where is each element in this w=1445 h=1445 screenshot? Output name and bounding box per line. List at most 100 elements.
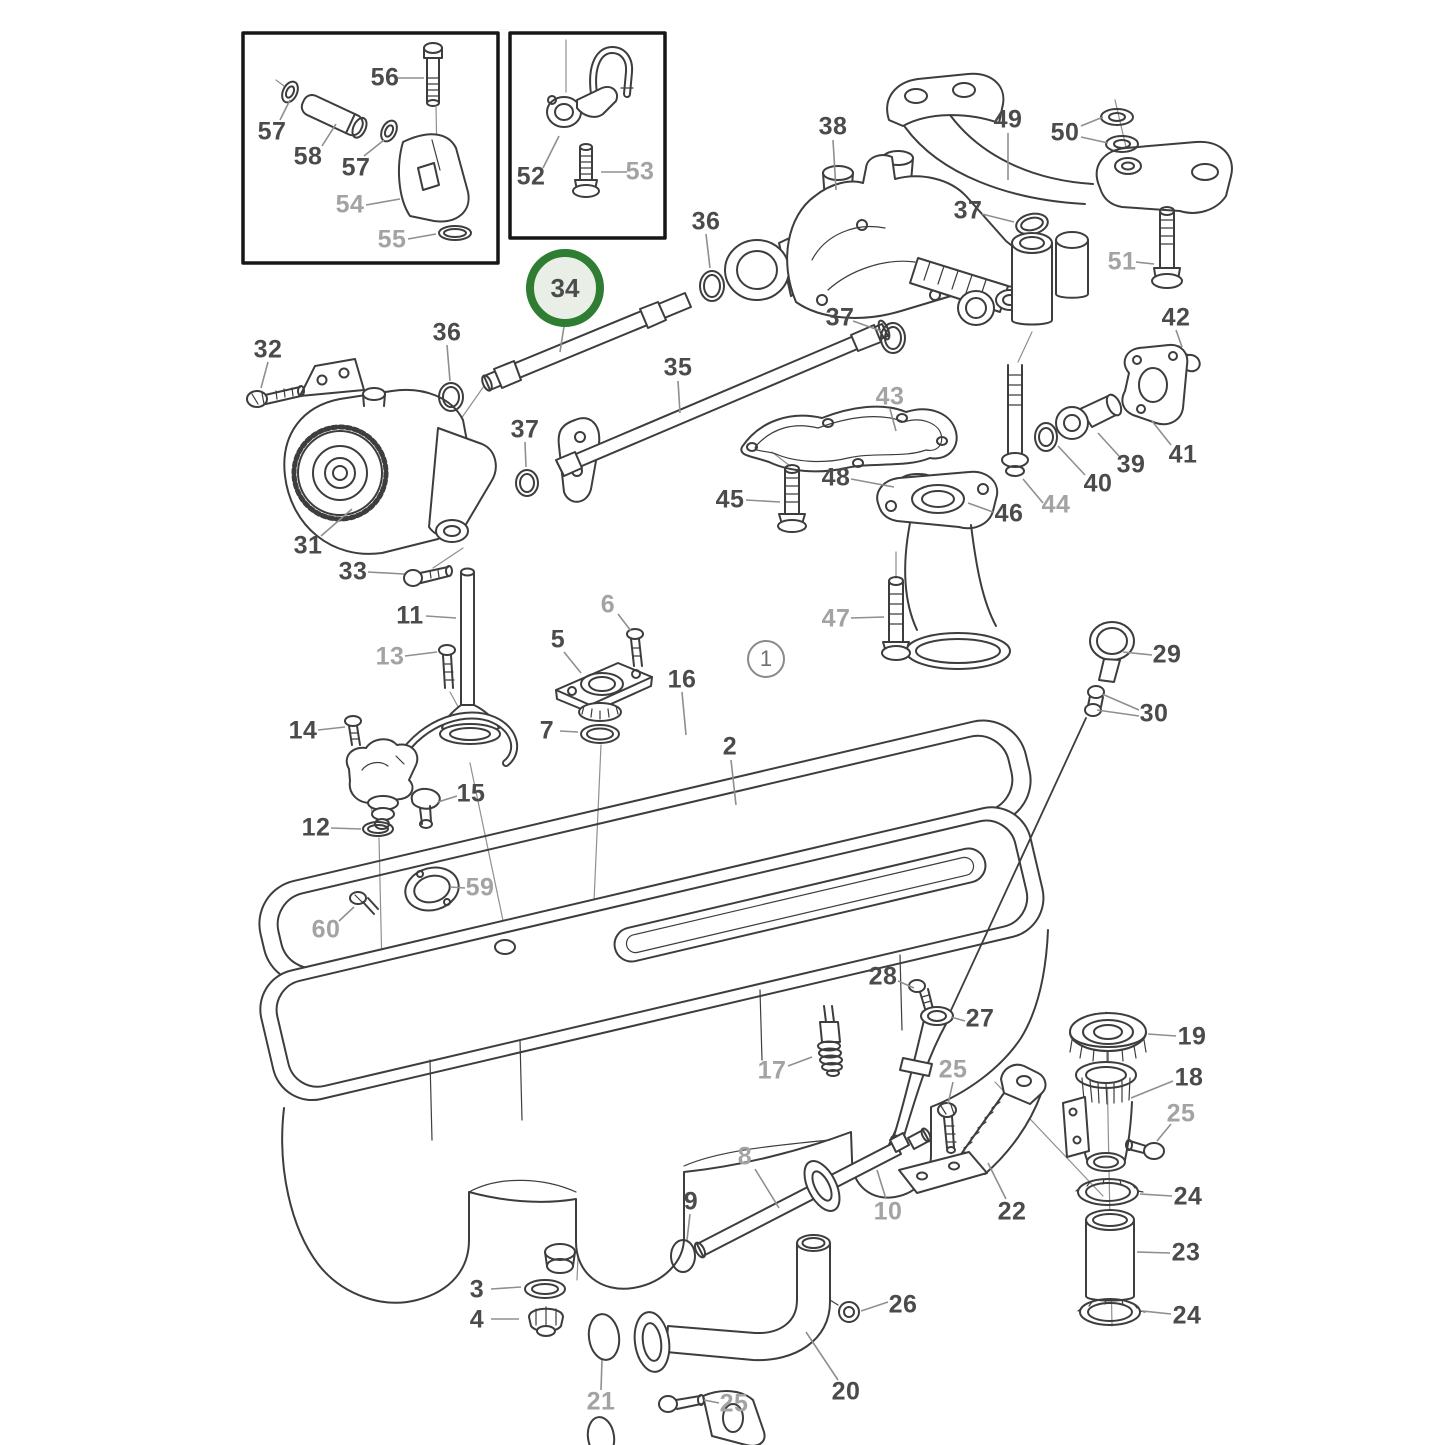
part-label-14: 14 [288, 716, 318, 745]
leader-line [559, 730, 579, 733]
leader-line [317, 726, 346, 731]
part-label-36: 36 [432, 318, 462, 347]
o-ring-55 [438, 225, 472, 241]
part-label-33: 33 [338, 557, 368, 586]
bolt-6 [626, 628, 644, 667]
leader-line [365, 198, 401, 206]
leader-line [876, 1169, 887, 1200]
suction-pipe-20 [633, 1234, 831, 1373]
leader-line [1096, 709, 1140, 717]
o-ring-37c [515, 469, 539, 497]
oil-nozzle-52 [546, 46, 634, 128]
o-ring-21 [587, 1313, 621, 1361]
part-label-60: 60 [311, 915, 341, 944]
leader-line [1101, 693, 1140, 711]
plate-59 [404, 866, 460, 912]
leader-line [681, 691, 687, 736]
pin-58 [300, 94, 368, 139]
part-label-36: 36 [691, 207, 721, 236]
part-label-17: 17 [757, 1056, 787, 1085]
bolt-25b [1125, 1139, 1165, 1160]
part-label-25: 25 [938, 1055, 968, 1084]
part-label-52: 52 [516, 162, 546, 191]
washer-57b [380, 119, 398, 143]
part-label-11: 11 [396, 601, 424, 630]
spacer-10 [907, 1127, 932, 1150]
leader-line [981, 213, 1015, 223]
leader-line [1141, 1310, 1172, 1315]
leader-line [967, 502, 994, 513]
suction-funnel-46 [876, 470, 1011, 670]
inset-box-1 [241, 31, 500, 265]
leader-line [600, 1359, 603, 1391]
highlight-balloon-34: 34 [526, 249, 604, 327]
part-label-10: 10 [873, 1197, 903, 1226]
washer-57a [281, 80, 299, 104]
leader-line [754, 1168, 780, 1209]
leader-line [542, 135, 560, 169]
leader-line [1080, 136, 1109, 144]
leader-line [321, 123, 337, 147]
leader-line [1022, 478, 1044, 504]
leader-line [1097, 432, 1120, 457]
part-label-53: 53 [625, 157, 655, 186]
leader-line [889, 408, 897, 432]
bracket-54 [398, 133, 470, 223]
part-label-45: 45 [715, 485, 745, 514]
o-ring-37b [880, 322, 906, 354]
part-label-12: 12 [301, 813, 331, 842]
leader-line [1080, 116, 1104, 127]
part-label-4: 4 [469, 1305, 485, 1334]
leader-line [850, 616, 885, 619]
cover-plate-5 [555, 662, 653, 722]
leader-line [947, 1081, 954, 1105]
part-label-15: 15 [456, 779, 486, 808]
leader-line [1156, 1123, 1172, 1142]
leader-line [1139, 1193, 1173, 1197]
leader-line [1057, 445, 1086, 476]
leader-line [1175, 329, 1183, 348]
o-ring-12 [362, 821, 394, 837]
leader-line [1130, 1080, 1174, 1099]
part-label-20: 20 [831, 1377, 861, 1406]
part-label-42: 42 [1161, 303, 1191, 332]
leader-line [860, 1301, 889, 1312]
bolt-53 [572, 143, 600, 198]
leader-line [524, 441, 527, 468]
part-label-37: 37 [825, 303, 855, 332]
o-ring-36a [699, 270, 725, 302]
bottom-flange [586, 1390, 766, 1445]
valve-block [957, 231, 1089, 326]
part-label-22: 22 [997, 1197, 1027, 1226]
leader-line [686, 1213, 691, 1241]
fitting-26 [829, 1299, 860, 1323]
leader-line [1151, 420, 1172, 446]
oil-pan-2 [259, 806, 1049, 1304]
inset-box-2 [508, 31, 667, 240]
leader-line [367, 571, 405, 575]
o-ring-7 [580, 724, 620, 744]
part-label-26: 26 [888, 1290, 918, 1319]
leader-line [437, 795, 458, 803]
part-label-44: 44 [1041, 490, 1071, 519]
part-label-38: 38 [818, 112, 848, 141]
leader-line [730, 759, 737, 806]
part-label-29: 29 [1152, 640, 1182, 669]
bracket-49 [886, 72, 1233, 214]
part-label-46: 46 [994, 499, 1024, 528]
leader-line [1135, 261, 1155, 265]
leader-line [703, 1399, 720, 1404]
cover-plate-41 [1121, 343, 1189, 426]
pickup-tube-11 [439, 567, 501, 745]
part-label-43: 43 [875, 382, 905, 411]
leader-line [832, 139, 837, 191]
clamp-24b [1077, 1298, 1146, 1326]
leader-line [617, 613, 632, 632]
leader-line [897, 980, 915, 989]
part-label-7: 7 [539, 716, 555, 745]
part-label-55: 55 [377, 225, 407, 254]
part-label-39: 39 [1116, 450, 1146, 479]
bolt-51 [1151, 206, 1183, 289]
part-label-13: 13 [375, 642, 405, 671]
